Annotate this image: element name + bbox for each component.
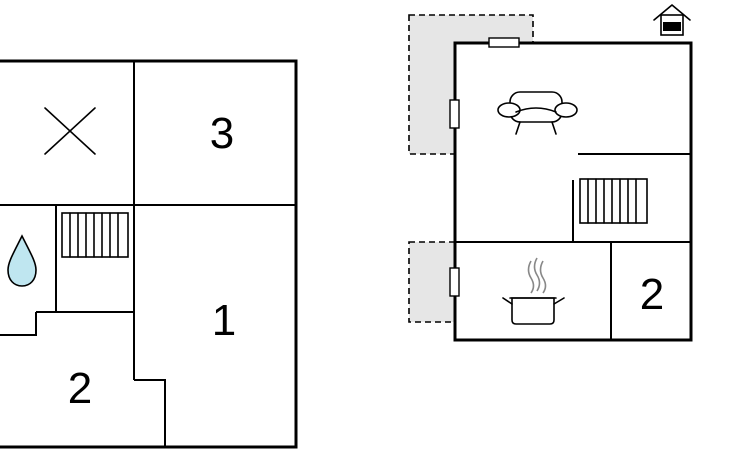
room-number-3: 3 — [210, 109, 234, 158]
water-drop-icon — [7, 234, 37, 287]
left-outer-wall — [0, 59, 298, 449]
sofa-icon — [497, 91, 578, 135]
room-number-1: 1 — [212, 296, 236, 345]
radiator-icon — [61, 212, 129, 258]
radiator-icon — [579, 178, 648, 224]
room-number-2: 2 — [68, 364, 92, 413]
right-floor-plan: 2 — [408, 4, 693, 342]
right-outer-wall — [453, 41, 693, 342]
door-terrace-top — [449, 99, 460, 129]
room-number-2: 2 — [640, 270, 664, 319]
left-wall-step — [0, 312, 37, 336]
terrace-top — [408, 14, 534, 155]
terrace-bottom — [408, 241, 456, 323]
window-top — [488, 37, 520, 48]
left-wall-corner — [134, 379, 166, 447]
door-terrace-bottom — [449, 267, 460, 297]
cooking-pot-icon — [502, 257, 565, 325]
left-floor-plan: 3 1 2 — [0, 59, 298, 449]
cross-icon — [44, 107, 96, 155]
house-floor-icon — [653, 4, 691, 36]
